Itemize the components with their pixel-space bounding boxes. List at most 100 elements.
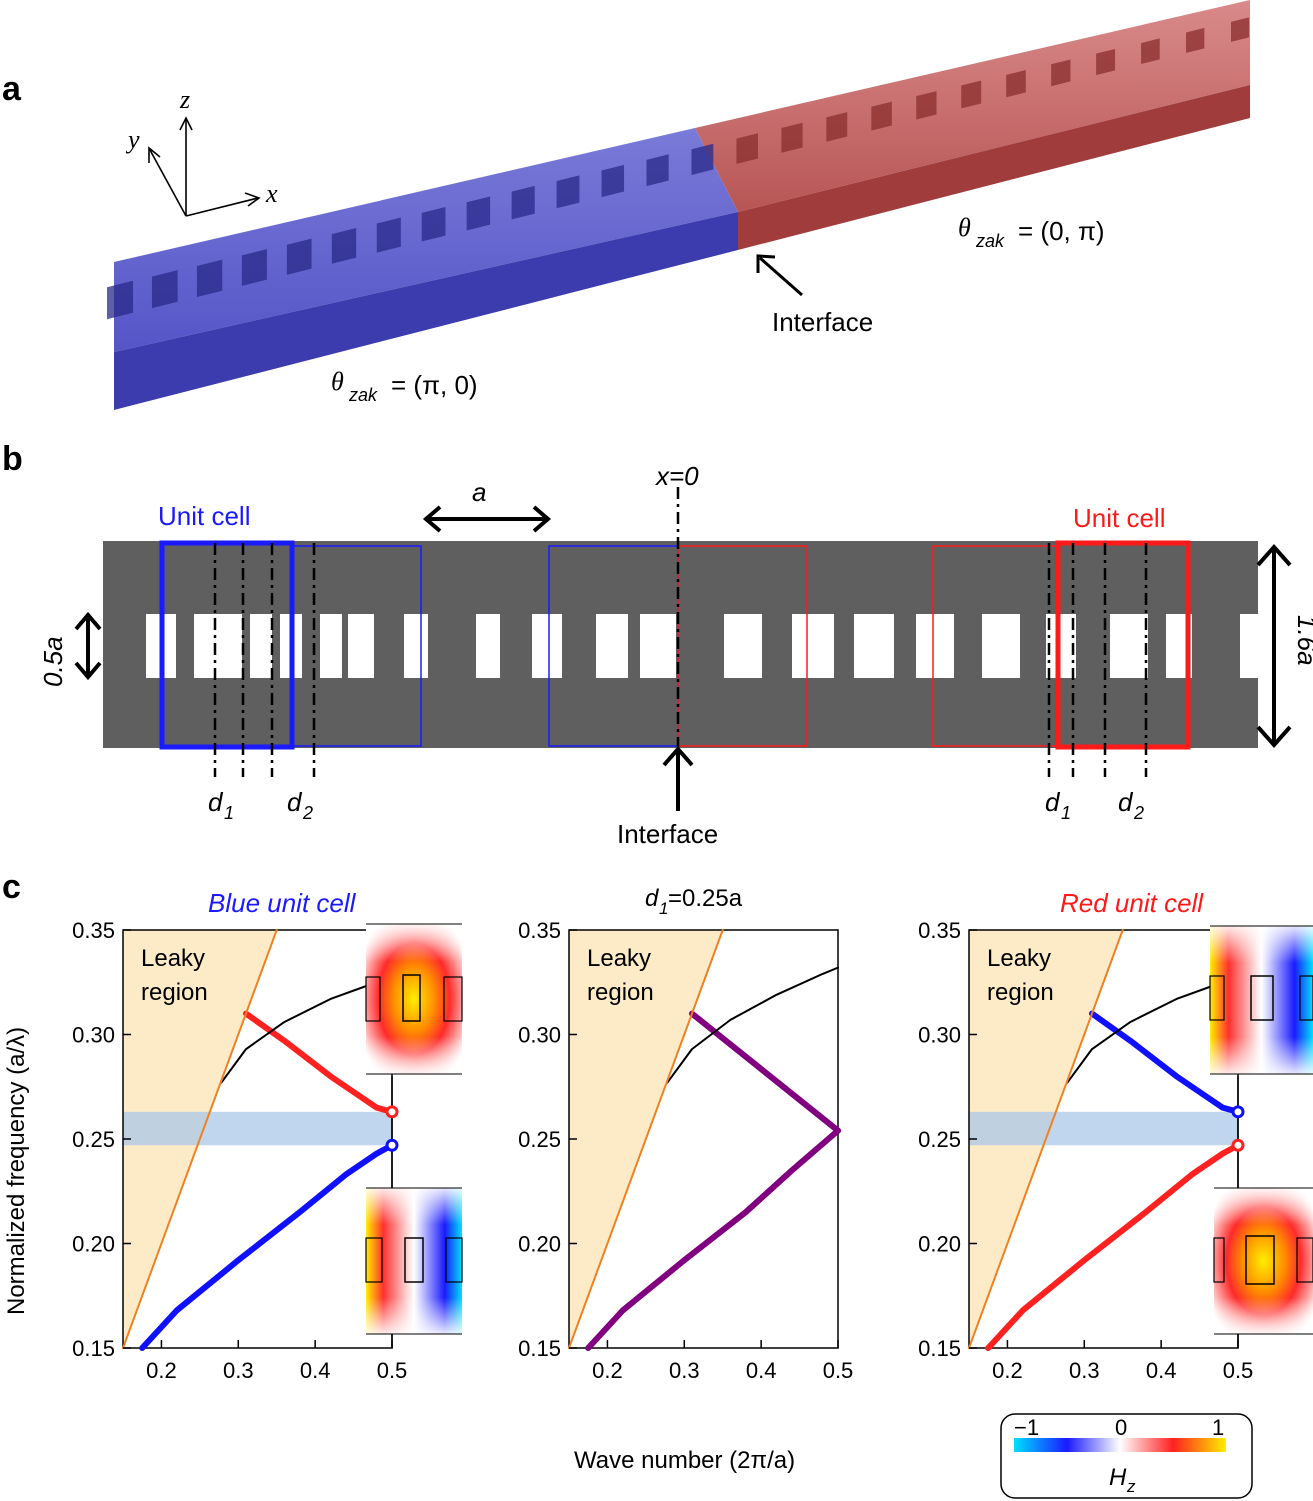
waveguide-top-view: Unit cell Unit cell x=0 a 0.5a 1.6a d 1 … [38, 461, 1313, 849]
hole [476, 614, 500, 678]
axis-triad [148, 116, 261, 217]
y-tick-label: 0.25 [72, 1127, 115, 1152]
y-tick-label: 0.20 [918, 1232, 961, 1257]
hole [511, 185, 535, 220]
x-tick-label: 0.5 [1223, 1358, 1254, 1383]
y-tick-label: 0.20 [72, 1232, 115, 1257]
y-tick-label: 0.30 [72, 1023, 115, 1048]
red-unit-cell-label: Unit cell [1073, 503, 1165, 533]
d1-label-right: d [1045, 787, 1061, 817]
zak-right-value: = (0, π) [1018, 216, 1105, 246]
waveguide-body [103, 541, 1258, 748]
zak-right-sub: zak [975, 231, 1005, 251]
hole [724, 614, 762, 678]
colorbar-label: H [1109, 1464, 1127, 1491]
band-edge-marker [385, 1105, 399, 1119]
interface-label-b: Interface [617, 819, 718, 849]
colorbar-min: −1 [1014, 1415, 1039, 1440]
x-tick-label: 0.2 [146, 1358, 177, 1383]
x-tick-label: 0.3 [1069, 1358, 1100, 1383]
hole [556, 175, 580, 209]
plot-title-rest: =0.25a [668, 885, 743, 912]
plot-title: Red unit cell [1060, 888, 1204, 918]
leaky-label: region [587, 979, 654, 1006]
y-tick-label: 0.25 [918, 1127, 961, 1152]
band-curve [666, 966, 839, 1084]
hole [320, 614, 342, 678]
plot-title: Blue unit cell [208, 888, 357, 918]
z-axis-label: z [179, 85, 190, 114]
plot-title-sub: 1 [659, 899, 668, 918]
d1-sub-right: 1 [1061, 803, 1071, 823]
colorbar-label-sub: z [1126, 1477, 1136, 1496]
hole [601, 164, 625, 198]
hole [466, 196, 491, 231]
hole [916, 91, 937, 120]
blue-unit-cell [159, 540, 295, 750]
x-axis-label: x [265, 179, 278, 208]
hole [916, 614, 954, 678]
x-tick-label: 0.5 [377, 1358, 408, 1383]
hole [1110, 614, 1148, 678]
hole [286, 238, 312, 275]
colorbar-max: 1 [1212, 1415, 1224, 1440]
hole [532, 614, 562, 678]
y-tick-label: 0.30 [918, 1023, 961, 1048]
band-edge-marker [1231, 1138, 1245, 1152]
plot-title: d [645, 885, 659, 912]
hole-height-arrow [74, 611, 102, 681]
hole [1051, 59, 1071, 87]
band-curve [242, 1010, 395, 1115]
mode-profile-inset [1213, 1187, 1313, 1335]
y-tick-label: 0.15 [72, 1336, 115, 1361]
band-edge-marker [385, 1138, 399, 1152]
colorbar-legend: −1 0 1 H z [1000, 1413, 1253, 1499]
hole [982, 614, 1020, 678]
hole [241, 249, 267, 286]
hole-array [107, 17, 1249, 320]
band-edge-marker [1231, 1105, 1245, 1119]
blue-segment-side [114, 212, 738, 410]
hole [1231, 17, 1249, 42]
hole [404, 614, 428, 678]
hole [826, 112, 848, 142]
waveguide-3d-illustration: z y x θ zak = (0, π) θ zak = (π, 0) Inte… [107, 0, 1250, 410]
colorbar-mid: 0 [1115, 1415, 1127, 1440]
y-axis-label: Normalized frequency (a/λ) [3, 1027, 30, 1315]
x-tick-label: 0.5 [823, 1358, 854, 1383]
y-tick-label: 0.15 [518, 1336, 561, 1361]
hole [871, 101, 892, 131]
hole [1240, 614, 1258, 678]
hole [1096, 48, 1116, 76]
band-curve [1088, 1010, 1241, 1115]
y-tick-label: 0.35 [518, 918, 561, 943]
leaky-label: region [141, 979, 208, 1006]
hole [196, 259, 223, 298]
hole [348, 614, 374, 678]
bandgap-band [123, 1111, 392, 1146]
x-axis-label: Wave number (2π/a) [574, 1447, 795, 1474]
width-label: 1.6a [1292, 615, 1313, 666]
hole [854, 614, 894, 678]
y-tick-label: 0.30 [518, 1023, 561, 1048]
d1-label-left: d [208, 787, 224, 817]
leaky-label: Leaky [141, 945, 205, 972]
d2-sub-right: 2 [1133, 803, 1144, 823]
hole [1186, 27, 1205, 53]
blue-unit-cell-label: Unit cell [158, 501, 250, 531]
a-label: a [472, 477, 486, 507]
hole [1046, 614, 1076, 678]
light-line [122, 929, 278, 1349]
lattice-constant-arrow [422, 505, 552, 533]
y-tick-label: 0.35 [72, 918, 115, 943]
x-tick-label: 0.3 [669, 1358, 700, 1383]
d1-sub-left: 1 [224, 803, 234, 823]
x0-label: x=0 [654, 461, 699, 491]
x-tick-label: 0.3 [223, 1358, 254, 1383]
zak-right-theta: θ [958, 213, 971, 242]
panel-a-letter: a [2, 70, 21, 108]
x-tick-label: 0.2 [592, 1358, 623, 1383]
hole-height-label: 0.5a [38, 636, 68, 687]
